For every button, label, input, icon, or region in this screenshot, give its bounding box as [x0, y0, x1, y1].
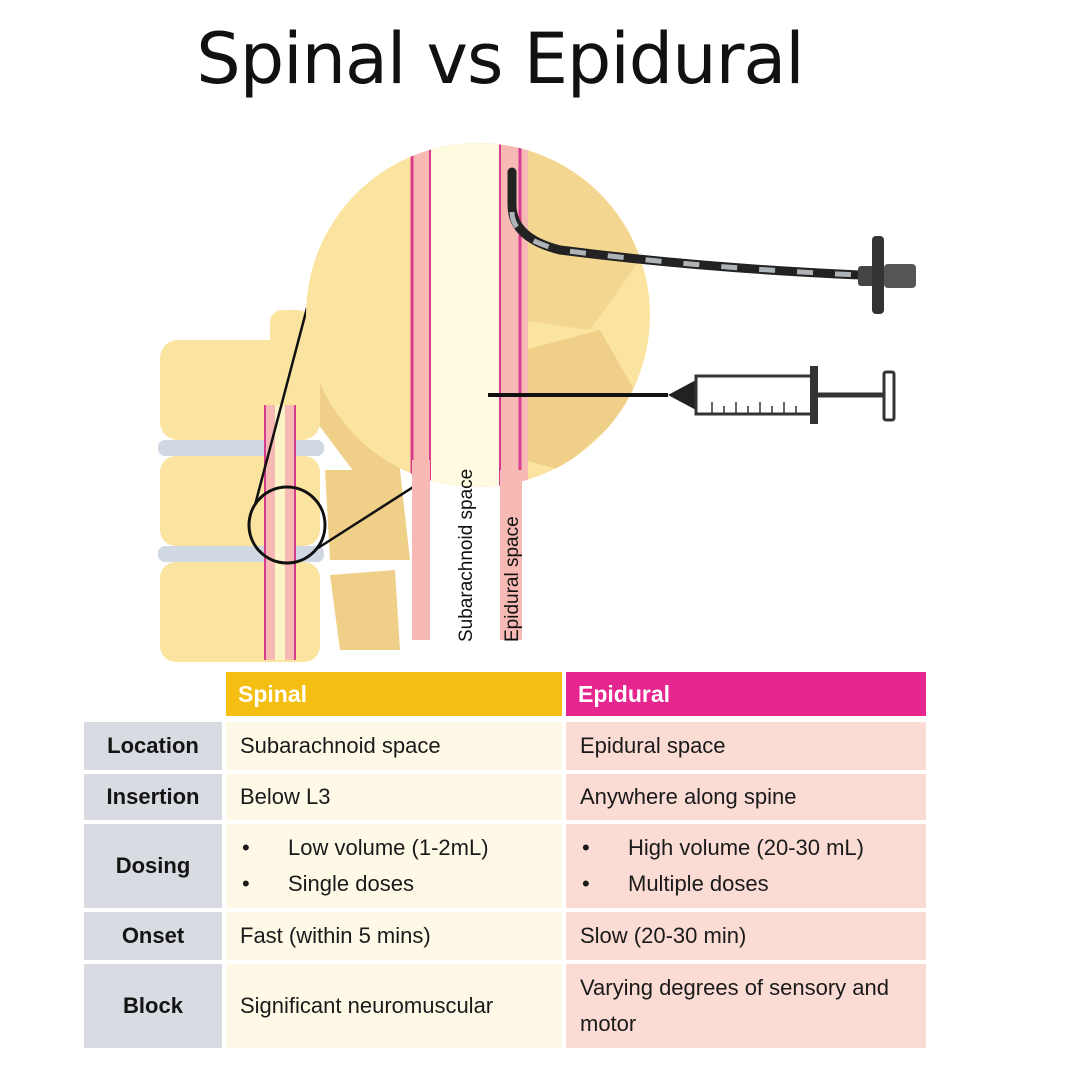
- table-row-location: Location Subarachnoid space Epidural spa…: [84, 722, 926, 770]
- spinal-dosing: Low volume (1-2mL) Single doses: [226, 824, 562, 908]
- spine-illustration: Subarachnoid space Epidural space: [158, 143, 916, 662]
- page-title: Spinal vs Epidural: [196, 18, 804, 100]
- row-label-location: Location: [84, 722, 222, 770]
- table-row-dosing: Dosing Low volume (1-2mL) Single doses H…: [84, 824, 926, 908]
- row-label-onset: Onset: [84, 912, 222, 960]
- header-corner: [84, 672, 222, 716]
- spinal-syringe: [488, 366, 896, 424]
- row-label-block: Block: [84, 964, 222, 1048]
- list-item: Low volume (1-2mL): [240, 830, 489, 866]
- spinal-dosing-list: Low volume (1-2mL) Single doses: [240, 830, 489, 902]
- spinal-block: Significant neuromuscular: [226, 964, 562, 1048]
- epidural-space-label: Epidural space: [502, 516, 523, 642]
- spinal-canal-lines: [264, 405, 296, 660]
- epidural-dosing-list: High volume (20-30 mL) Multiple doses: [580, 830, 864, 902]
- epidural-catheter: [507, 167, 916, 314]
- table-header-row: Spinal Epidural: [84, 672, 926, 716]
- spinal-location: Subarachnoid space: [226, 722, 562, 770]
- spinal-onset: Fast (within 5 mins): [226, 912, 562, 960]
- vertebral-column: [158, 310, 324, 662]
- epidural-insertion: Anywhere along spine: [566, 774, 926, 820]
- table-row-block: Block Significant neuromuscular Varying …: [84, 964, 926, 1048]
- row-label-insertion: Insertion: [84, 774, 222, 820]
- header-spinal: Spinal: [226, 672, 562, 716]
- list-item: Multiple doses: [580, 866, 864, 902]
- epidural-onset: Slow (20-30 min): [566, 912, 926, 960]
- zoomed-view: [306, 143, 650, 640]
- magnifier-circle: [247, 485, 327, 565]
- list-item: Single doses: [240, 866, 489, 902]
- row-label-dosing: Dosing: [84, 824, 222, 908]
- epidural-block: Varying degrees of sensory and motor: [566, 964, 926, 1048]
- list-item: High volume (20-30 mL): [580, 830, 864, 866]
- spinal-insertion: Below L3: [226, 774, 562, 820]
- header-epidural: Epidural: [566, 672, 926, 716]
- table-row-onset: Onset Fast (within 5 mins) Slow (20-30 m…: [84, 912, 926, 960]
- comparison-table: Spinal Epidural Location Subarachnoid sp…: [84, 672, 926, 1052]
- table-row-insertion: Insertion Below L3 Anywhere along spine: [84, 774, 926, 820]
- epidural-location: Epidural space: [566, 722, 926, 770]
- epidural-dosing: High volume (20-30 mL) Multiple doses: [566, 824, 926, 908]
- subarachnoid-space-label: Subarachnoid space: [456, 469, 477, 642]
